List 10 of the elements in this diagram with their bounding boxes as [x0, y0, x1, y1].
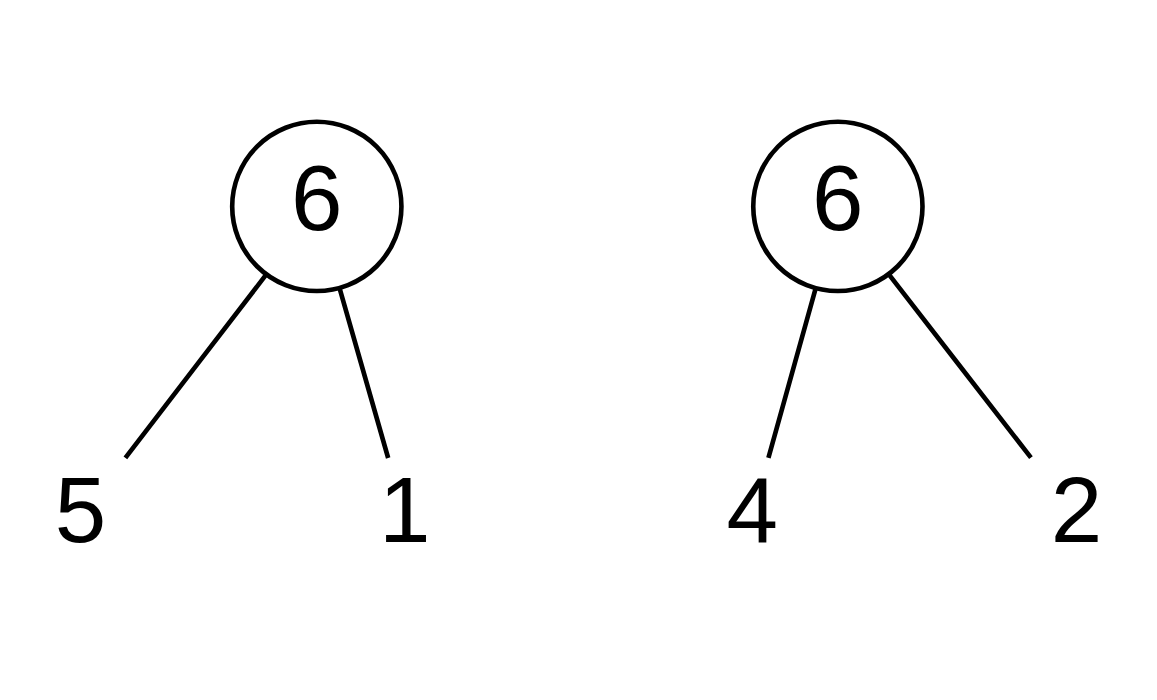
- node-text: 4: [726, 457, 778, 562]
- connector: [123, 274, 268, 460]
- node-text: 5: [54, 457, 107, 562]
- node-text: 2: [1050, 457, 1103, 562]
- node-text: 1: [379, 457, 431, 562]
- connector: [887, 273, 1033, 460]
- connector: [766, 288, 818, 459]
- node-circle: 6: [229, 119, 404, 294]
- node-circle: 6: [750, 119, 925, 294]
- connector: [337, 288, 391, 459]
